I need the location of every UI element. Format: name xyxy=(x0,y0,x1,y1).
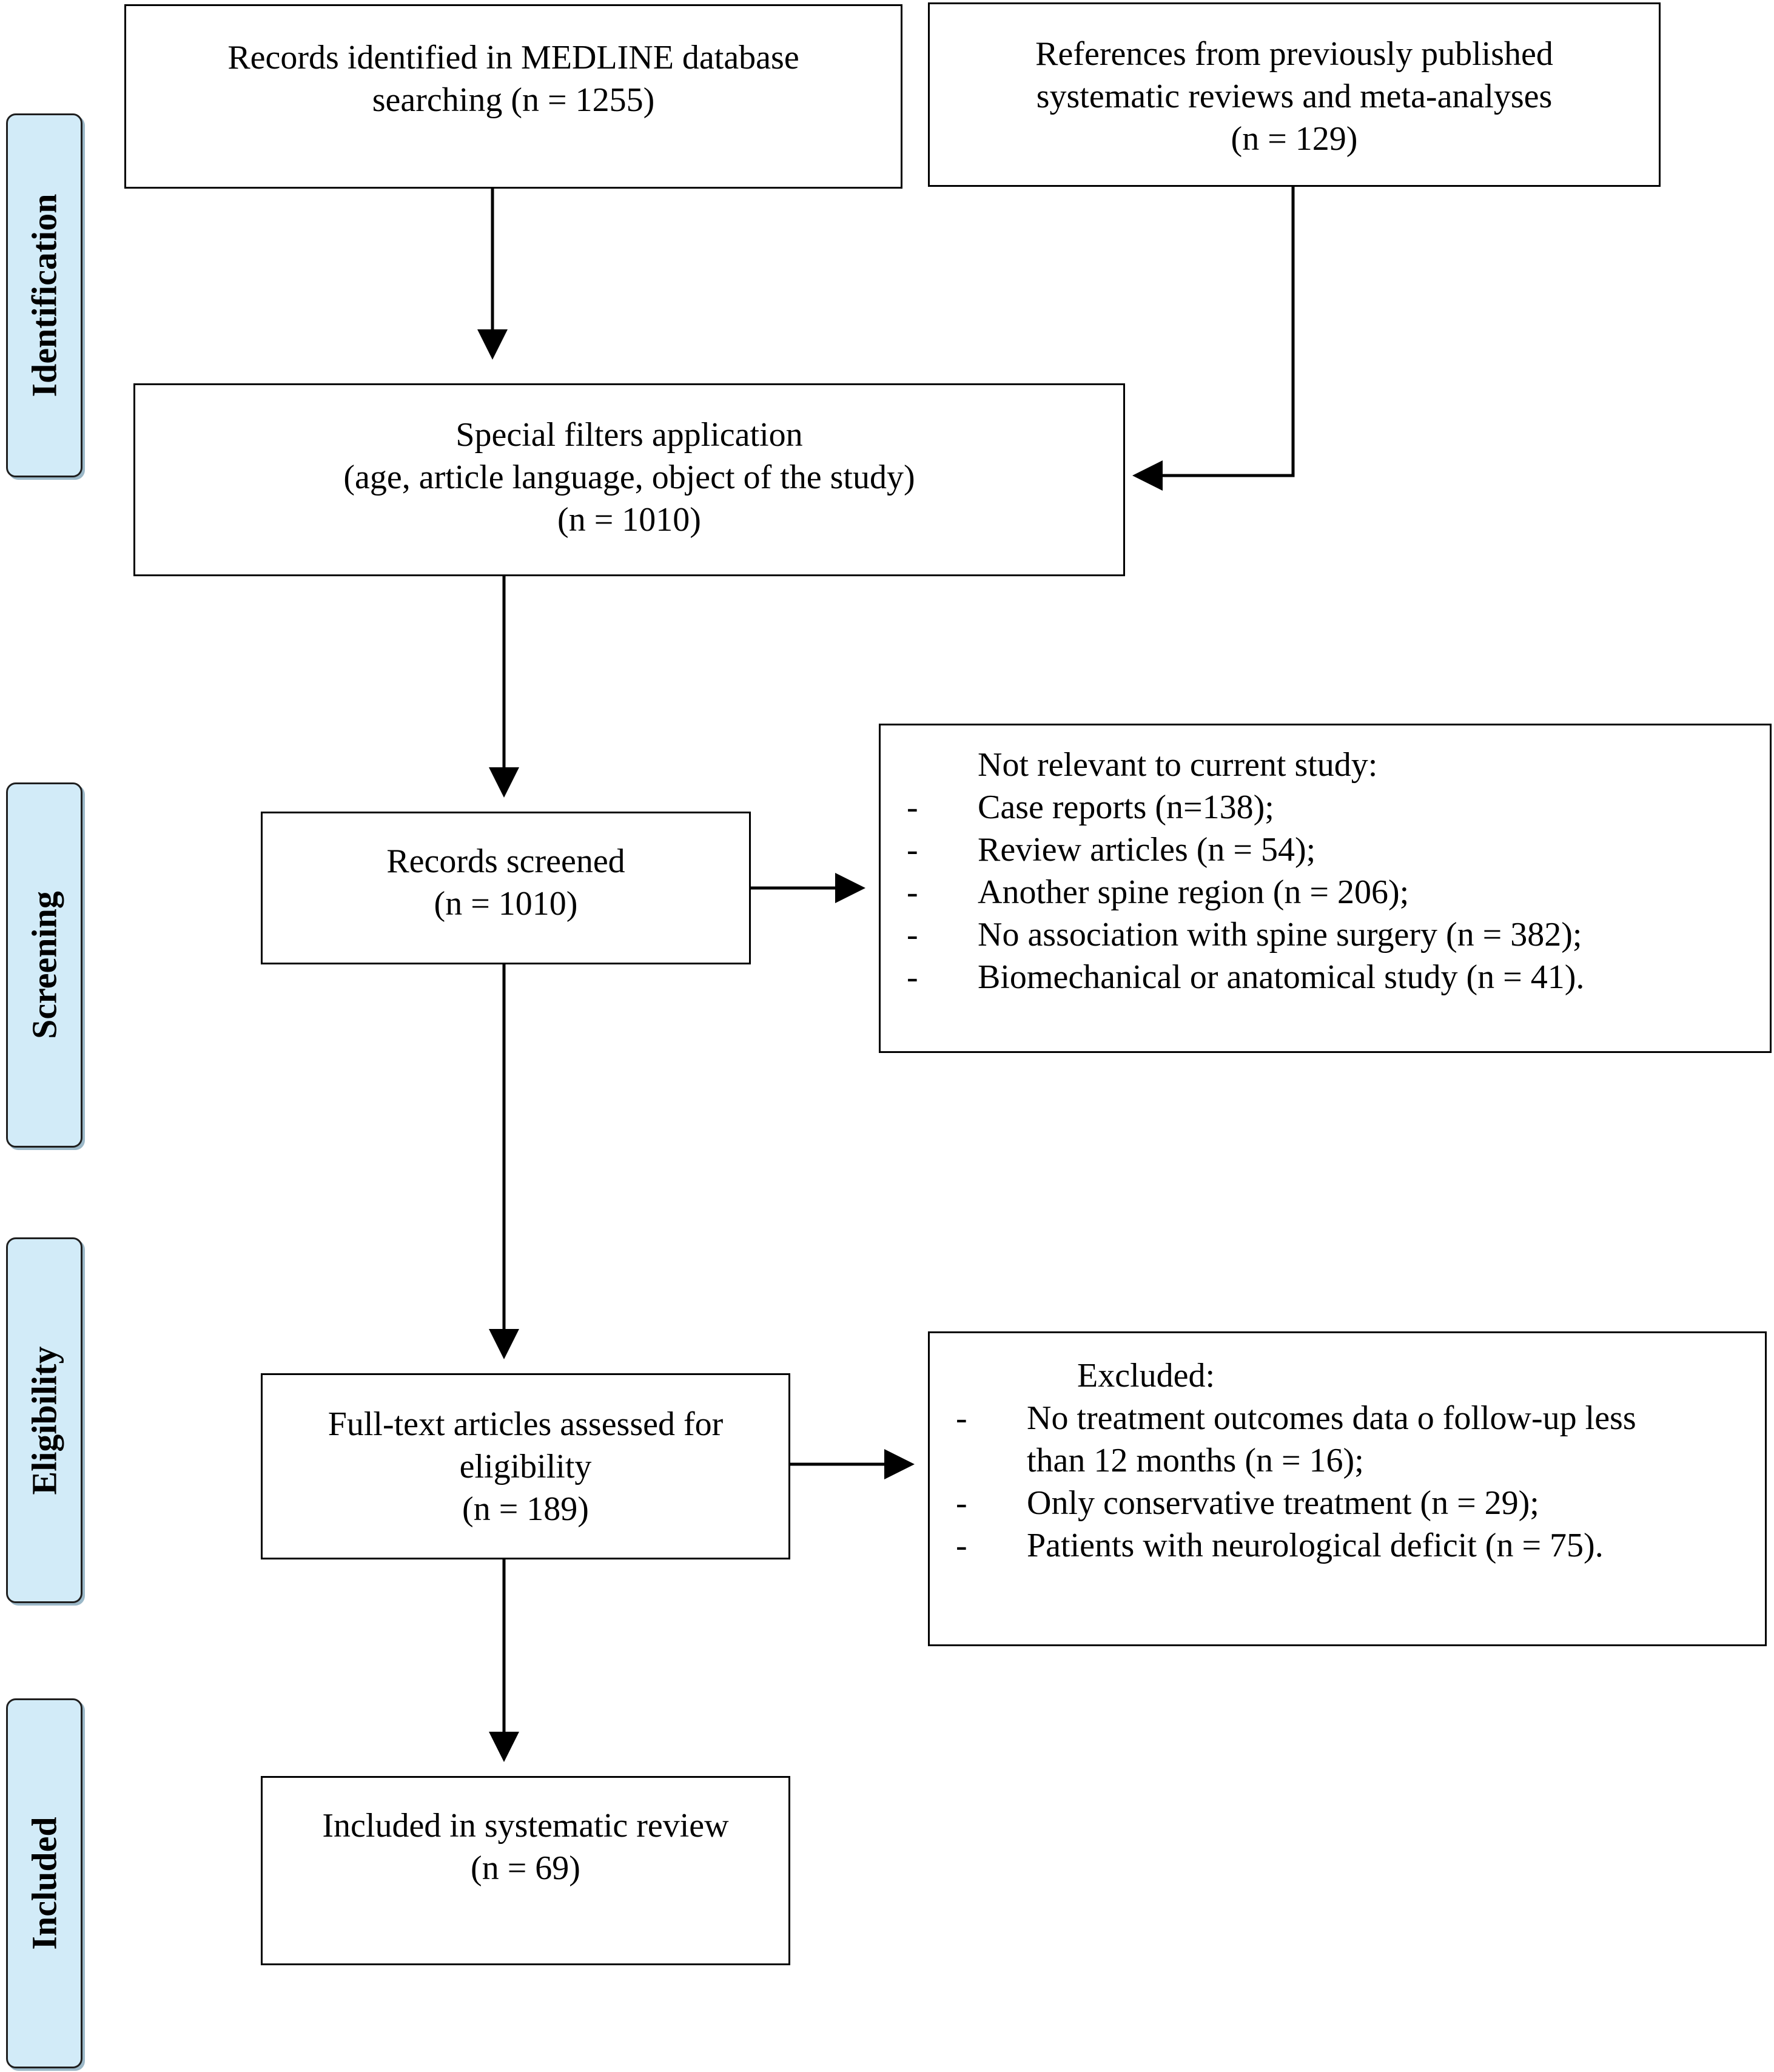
phase-screening: Screening xyxy=(6,782,82,1148)
not-relevant-box: Not relevant to current study: - Case re… xyxy=(879,724,1772,1053)
references-line-2: systematic reviews and meta-analyses xyxy=(1036,78,1553,115)
list-bullet: - xyxy=(907,958,918,996)
medline-records-box: Records identified in MEDLINE database s… xyxy=(124,4,902,189)
fulltext-line-3: (n = 189) xyxy=(462,1490,589,1528)
not-relevant-item: Another spine region (n = 206); xyxy=(978,873,1409,911)
not-relevant-item: Review articles (n = 54); xyxy=(978,831,1316,869)
list-bullet: - xyxy=(956,1399,967,1437)
arrow-references-to-filters xyxy=(1132,187,1295,491)
excluded-heading: Excluded: xyxy=(1077,1357,1215,1394)
excluded-item: No treatment outcomes data o follow-up l… xyxy=(1027,1399,1636,1437)
filters-line-2: (age, article language, object of the st… xyxy=(343,459,915,496)
included-review-box: Included in systematic review (n = 69) xyxy=(261,1776,790,1965)
list-bullet: - xyxy=(907,873,918,911)
references-box: References from previously published sys… xyxy=(928,2,1661,187)
not-relevant-item: Biomechanical or anatomical study (n = 4… xyxy=(978,958,1585,996)
list-bullet: - xyxy=(907,831,918,869)
not-relevant-item: No association with spine surgery (n = 3… xyxy=(978,916,1582,954)
medline-line-2: searching (n = 1255) xyxy=(372,81,655,119)
references-line-1: References from previously published xyxy=(1035,35,1553,73)
included-line-1: Included in systematic review xyxy=(322,1807,729,1845)
phase-eligibility: Eligibility xyxy=(6,1237,82,1603)
special-filters-box: Special filters application (age, articl… xyxy=(133,383,1125,576)
fulltext-line-2: eligibility xyxy=(459,1448,592,1485)
excluded-box: Excluded: - No treatment outcomes data o… xyxy=(928,1331,1767,1646)
references-line-3: (n = 129) xyxy=(1231,120,1358,158)
screened-line-1: Records screened xyxy=(386,843,625,880)
list-bullet: - xyxy=(956,1484,967,1522)
list-bullet: - xyxy=(907,789,918,826)
not-relevant-heading: Not relevant to current study: xyxy=(978,746,1378,784)
screened-line-2: (n = 1010) xyxy=(434,885,578,923)
fulltext-line-1: Full-text articles assessed for xyxy=(328,1405,724,1443)
phase-included: Included xyxy=(6,1698,82,2068)
not-relevant-item: Case reports (n=138); xyxy=(978,789,1274,826)
excluded-item: Patients with neurological deficit (n = … xyxy=(1027,1527,1604,1564)
filters-line-3: (n = 1010) xyxy=(557,501,701,539)
fulltext-assessed-box: Full-text articles assessed for eligibil… xyxy=(261,1373,790,1559)
list-bullet: - xyxy=(907,916,918,954)
list-bullet: - xyxy=(956,1527,967,1564)
excluded-item: Only conservative treatment (n = 29); xyxy=(1027,1484,1539,1522)
filters-line-1: Special filters application xyxy=(455,416,803,454)
medline-line-1: Records identified in MEDLINE database xyxy=(227,39,799,76)
phase-identification: Identification xyxy=(6,113,82,477)
excluded-item-continuation: than 12 months (n = 16); xyxy=(1027,1442,1364,1479)
included-line-2: (n = 69) xyxy=(471,1849,580,1887)
records-screened-box: Records screened (n = 1010) xyxy=(261,812,751,964)
